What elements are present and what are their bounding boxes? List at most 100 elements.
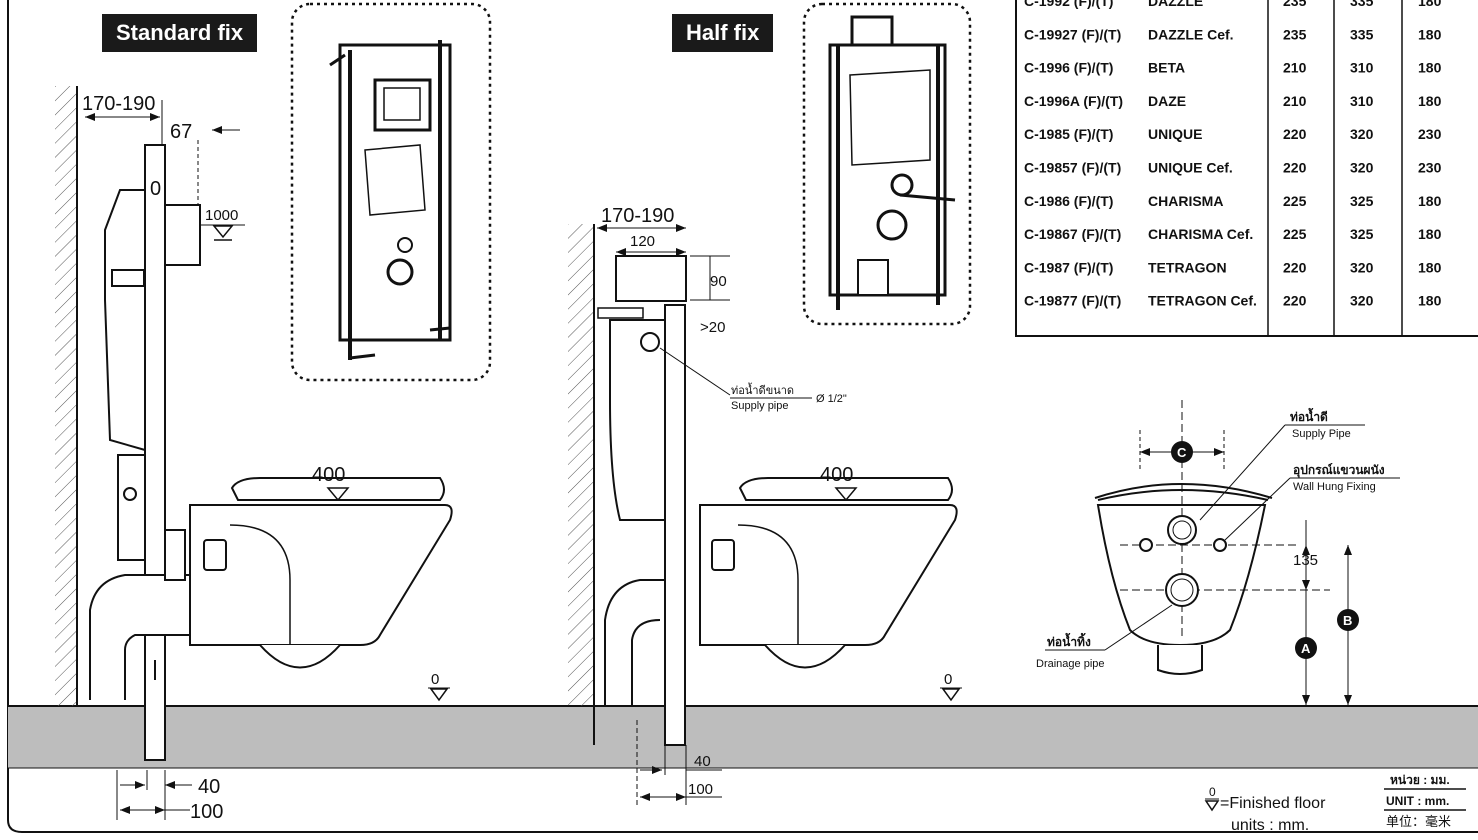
front-dim-135: 135 <box>1293 552 1318 569</box>
standard-dim-100: 100 <box>190 801 223 823</box>
front-drain-label-th: ท่อน้ำทิ้ง <box>1047 632 1091 649</box>
finished-floor-symbol <box>1204 800 1220 812</box>
table-cell-c: 180 <box>1418 93 1442 109</box>
standard-wall-hatch <box>55 86 77 706</box>
standard-dim-wall: 170-190 <box>82 93 155 115</box>
standard-dim-0: 0 <box>150 178 161 200</box>
half-dim-90: 90 <box>710 273 727 290</box>
table-cell-c: 180 <box>1418 293 1442 309</box>
table-cell-code: C-1996A (F)/(T) <box>1024 93 1123 109</box>
front-supply-label-en: Supply Pipe <box>1292 428 1351 440</box>
standard-fix-dimensions: 170-190 67 0 1000 400 0 40 100 <box>82 93 450 823</box>
table-cell-code: C-1996 (F)/(T) <box>1024 60 1113 76</box>
table-cell-name: TETRAGON Cef. <box>1148 293 1257 309</box>
table-cell-c: 180 <box>1418 0 1442 9</box>
floor-slab <box>8 706 1478 768</box>
table-cell-name: TETRAGON <box>1148 259 1227 275</box>
half-dim-wall: 170-190 <box>601 205 674 227</box>
table-cell-b: 320 <box>1350 126 1374 142</box>
table-cell-b: 325 <box>1350 226 1374 242</box>
table-row: C-19927 (F)/(T) DAZZLE Cef. 235 335 180 <box>1024 26 1442 42</box>
half-supply-label-th: ท่อน้ำดีขนาด <box>731 382 794 397</box>
table-cell-code: C-19927 (F)/(T) <box>1024 26 1121 42</box>
standard-dim-40: 40 <box>198 776 220 798</box>
table-cell-name: BETA <box>1148 60 1185 76</box>
legend-units: units : mm. <box>1231 817 1309 834</box>
table-cell-a: 210 <box>1283 60 1307 76</box>
table-cell-b: 335 <box>1350 26 1374 42</box>
half-supply-size: Ø 1/2" <box>816 393 847 405</box>
table-cell-name: DAZZLE Cef. <box>1148 26 1234 42</box>
half-seat <box>738 477 953 501</box>
table-cell-c: 230 <box>1418 126 1442 142</box>
marker-a <box>1295 637 1317 659</box>
legend-symbol-value: 0 <box>1209 785 1216 799</box>
table-cell-name: DAZZLE <box>1148 0 1203 9</box>
table-cell-a: 235 <box>1283 26 1307 42</box>
standard-dim-400: 400 <box>312 464 345 486</box>
table-cell-a: 220 <box>1283 126 1307 142</box>
svg-text:C: C <box>1177 445 1187 460</box>
half-frame-post <box>664 304 686 746</box>
standard-dim-1000: 1000 <box>205 207 238 224</box>
half-dim-floor: 0 <box>944 671 952 688</box>
half-supply-label-en: Supply pipe <box>731 400 789 412</box>
legend-finished-floor: =Finished floor <box>1220 795 1326 812</box>
front-fixing-left <box>1139 538 1153 552</box>
front-fixing-label-th: อุปกรณ์แขวนผนัง <box>1293 463 1385 478</box>
table-cell-code: C-1986 (F)/(T) <box>1024 193 1113 209</box>
table-cell-code: C-19857 (F)/(T) <box>1024 160 1121 176</box>
front-fixing-label-en: Wall Hung Fixing <box>1293 481 1376 493</box>
table-cell-name: CHARISMA Cef. <box>1148 226 1253 242</box>
table-cell-b: 320 <box>1350 293 1374 309</box>
table-cell-code: C-19867 (F)/(T) <box>1024 226 1121 242</box>
half-fix-title: Half fix <box>672 14 774 52</box>
marker-c <box>1171 441 1193 463</box>
front-view: C ท่อน้ำดี Supply Pipe อุปกรณ์แขวนผนัง W… <box>1036 400 1400 705</box>
table-cell-c: 230 <box>1418 160 1442 176</box>
table-cell-b: 310 <box>1350 60 1374 76</box>
standard-fix-side-view <box>55 86 453 761</box>
table-cell-c: 180 <box>1418 226 1442 242</box>
table-cell-code: C-1987 (F)/(T) <box>1024 259 1113 275</box>
standard-pan <box>189 504 453 646</box>
standard-flush-pipe <box>117 454 146 561</box>
table-cell-b: 325 <box>1350 193 1374 209</box>
marker-b <box>1337 609 1359 631</box>
svg-text:A: A <box>1301 641 1311 656</box>
half-dim-120: 120 <box>630 233 655 250</box>
unit-chinese: 单位：毫米 <box>1386 814 1451 829</box>
half-drain-pipe <box>604 579 665 706</box>
half-pan <box>699 504 958 646</box>
table-border <box>1015 0 1478 337</box>
standard-cistern <box>104 189 146 452</box>
table-cell-b: 310 <box>1350 93 1374 109</box>
front-fixing-right <box>1213 538 1227 552</box>
table-cell-a: 220 <box>1283 259 1307 275</box>
standard-flush-box <box>164 204 201 266</box>
standard-seat <box>230 477 445 501</box>
table-cell-code: C-19877 (F)/(T) <box>1024 293 1121 309</box>
table-cell-b: 335 <box>1350 0 1374 9</box>
standard-dim-67: 67 <box>170 121 192 143</box>
table-cell-c: 180 <box>1418 26 1442 42</box>
half-flush-box <box>615 255 687 302</box>
table-cell-a: 220 <box>1283 160 1307 176</box>
legend: 0 =Finished floor units : mm. หน่วย : มม… <box>1204 773 1466 834</box>
standard-dim-floor: 0 <box>431 671 439 688</box>
table-cell-name: CHARISMA <box>1148 193 1223 209</box>
front-supply-hole <box>1167 515 1197 545</box>
half-dim-100: 100 <box>688 781 713 798</box>
half-cistern <box>609 319 666 521</box>
half-wall-hatch <box>568 224 594 706</box>
standard-fix-title: Standard fix <box>102 14 258 52</box>
unit-thai: หน่วย : มม. <box>1390 773 1450 787</box>
